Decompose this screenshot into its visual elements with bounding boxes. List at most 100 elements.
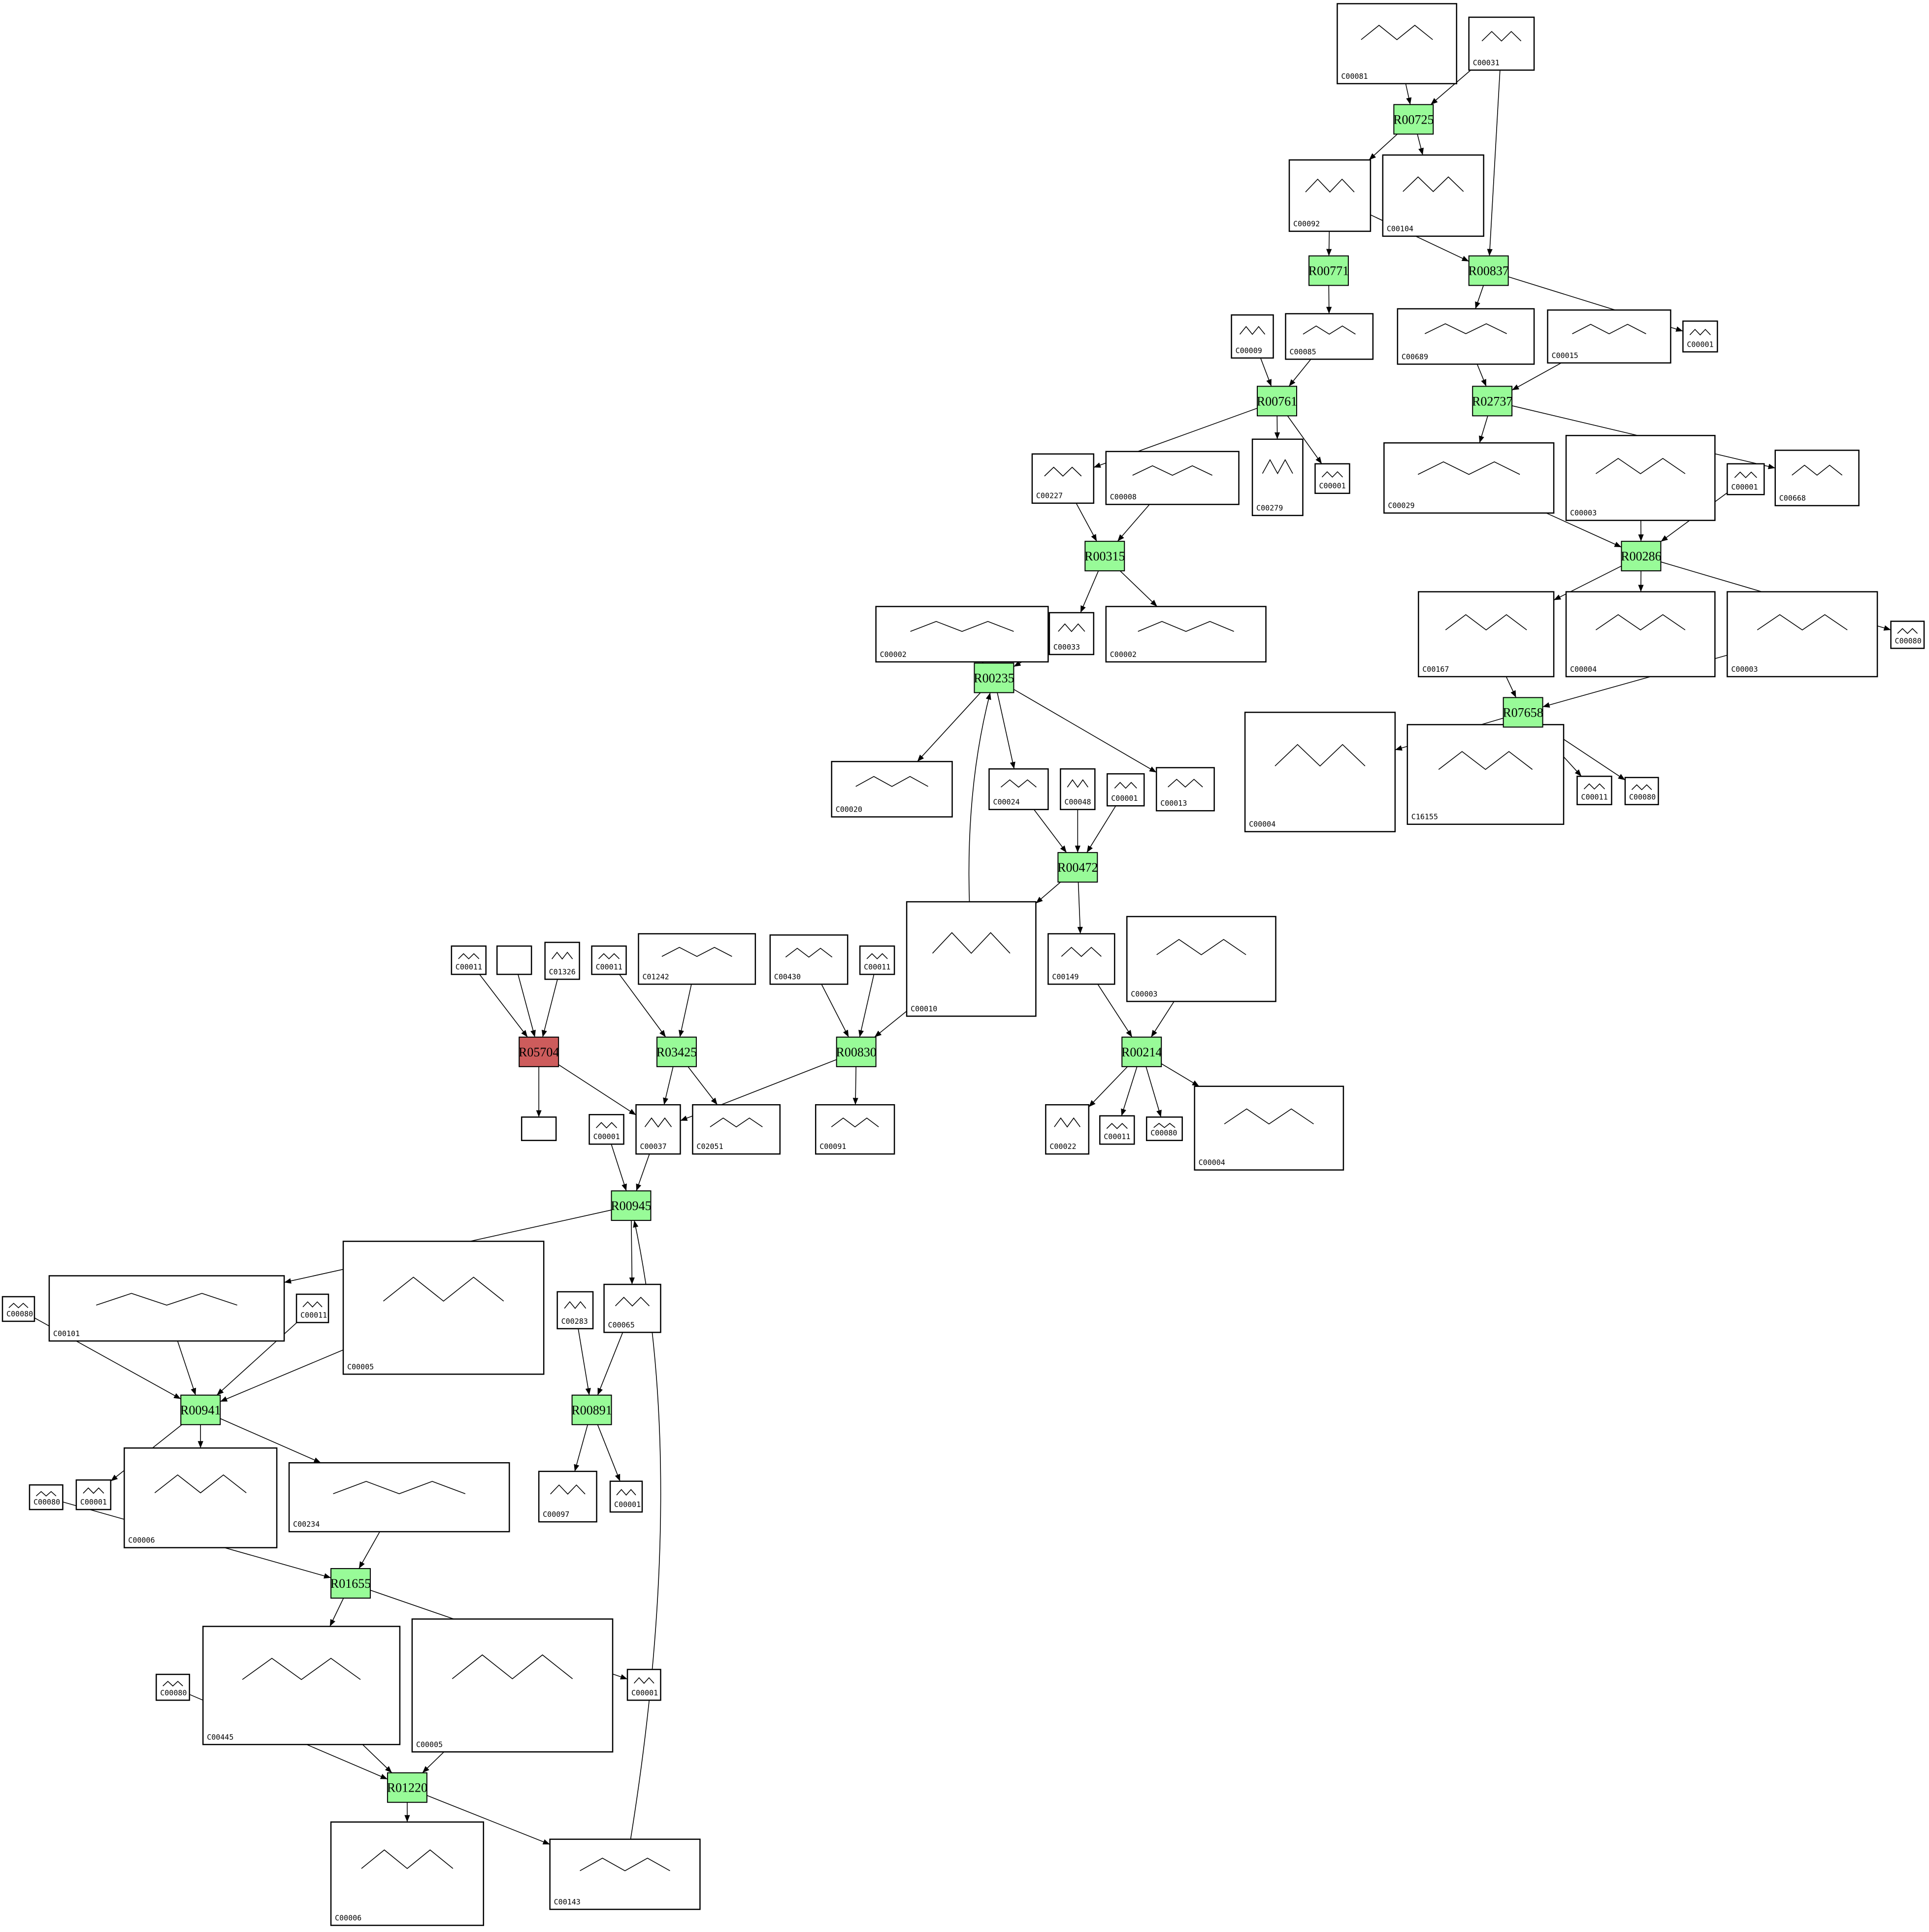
compound-node[interactable]: C02051 xyxy=(692,1104,781,1155)
compound-node[interactable]: C00104 xyxy=(1382,154,1484,237)
compound-box[interactable] xyxy=(1682,320,1718,353)
compound-box[interactable] xyxy=(295,1293,329,1323)
compound-node[interactable]: C00008 xyxy=(1105,451,1240,505)
reaction-node-r00945[interactable]: R00945 xyxy=(611,1190,652,1221)
compound-box[interactable] xyxy=(1045,1104,1090,1155)
compound-node[interactable]: C00234 xyxy=(288,1462,510,1533)
reaction-box[interactable] xyxy=(180,1394,221,1425)
compound-node[interactable]: C00085 xyxy=(1285,313,1374,360)
compound-box[interactable] xyxy=(1774,450,1860,506)
reaction-node-r00941[interactable]: R00941 xyxy=(180,1394,221,1425)
compound-box[interactable] xyxy=(1337,3,1457,85)
compound-node[interactable]: C00001 xyxy=(609,1480,643,1513)
reaction-node-r00725[interactable]: R00725 xyxy=(1393,104,1434,135)
compound-box[interactable] xyxy=(1060,768,1096,810)
compound-node[interactable]: C00006 xyxy=(124,1447,278,1548)
reaction-box[interactable] xyxy=(1393,104,1434,135)
compound-box[interactable] xyxy=(1048,612,1095,655)
compound-box[interactable] xyxy=(538,1471,597,1523)
reaction-node-r02737[interactable]: R02737 xyxy=(1472,386,1512,417)
compound-box[interactable] xyxy=(1047,933,1115,985)
compound-node[interactable]: C00011 xyxy=(591,945,627,975)
compound-box[interactable] xyxy=(875,606,1049,663)
reaction-node-r00472[interactable]: R00472 xyxy=(1057,852,1098,883)
compound-box[interactable] xyxy=(1105,451,1240,505)
compound-box[interactable] xyxy=(815,1104,895,1155)
compound-node[interactable]: C00037 xyxy=(635,1104,681,1155)
reaction-box[interactable] xyxy=(611,1190,652,1221)
compound-node[interactable]: C00065 xyxy=(603,1283,661,1333)
compound-box[interactable] xyxy=(1727,591,1878,678)
compound-box[interactable] xyxy=(1397,308,1535,365)
compound-node[interactable]: C00001 xyxy=(1107,773,1145,807)
reaction-box[interactable] xyxy=(1121,1036,1162,1067)
compound-node[interactable]: C00689 xyxy=(1397,308,1535,365)
compound-box[interactable] xyxy=(988,768,1049,810)
compound-box[interactable] xyxy=(1383,442,1555,514)
compound-node[interactable]: C00001 xyxy=(626,1669,661,1701)
compound-box[interactable] xyxy=(1890,621,1925,649)
compound-node[interactable]: C00004 xyxy=(1244,712,1396,832)
compound-box[interactable] xyxy=(1155,767,1215,812)
compound-node[interactable]: C00015 xyxy=(1547,309,1671,364)
reaction-box[interactable] xyxy=(974,662,1014,693)
reaction-node-r00286[interactable]: R00286 xyxy=(1621,541,1662,572)
reaction-box[interactable] xyxy=(1503,697,1543,728)
compound-node[interactable]: C00003 xyxy=(1126,916,1276,1002)
compound-box[interactable] xyxy=(202,1626,401,1745)
reaction-box[interactable] xyxy=(1308,255,1349,286)
compound-node[interactable]: C00149 xyxy=(1047,933,1115,985)
reaction-box[interactable] xyxy=(387,1772,427,1803)
compound-node[interactable]: C01326 xyxy=(544,942,580,980)
compound-node[interactable]: C00009 xyxy=(1231,314,1274,359)
compound-node[interactable]: C00001 xyxy=(589,1114,624,1145)
compound-node[interactable] xyxy=(521,1116,557,1141)
compound-node[interactable]: C00091 xyxy=(815,1104,895,1155)
compound-node[interactable]: C00004 xyxy=(1565,591,1716,678)
compound-box[interactable] xyxy=(1565,435,1716,521)
compound-node[interactable]: C00080 xyxy=(1890,621,1925,649)
compound-node[interactable]: C00080 xyxy=(1145,1116,1183,1141)
compound-box[interactable] xyxy=(1406,724,1565,825)
compound-box[interactable] xyxy=(1576,776,1612,805)
reaction-box[interactable] xyxy=(1468,255,1509,286)
compound-node[interactable]: C00080 xyxy=(29,1484,64,1510)
reaction-node-r07658[interactable]: R07658 xyxy=(1503,697,1543,728)
compound-box[interactable] xyxy=(544,942,580,980)
compound-node[interactable]: C00011 xyxy=(451,945,487,975)
reaction-node-r00771[interactable]: R00771 xyxy=(1308,255,1349,286)
reaction-node-r00837[interactable]: R00837 xyxy=(1468,255,1509,286)
compound-node[interactable]: C16155 xyxy=(1406,724,1565,825)
compound-node[interactable]: C00092 xyxy=(1288,159,1372,232)
reaction-box[interactable] xyxy=(571,1394,612,1425)
compound-box[interactable] xyxy=(1288,159,1372,232)
compound-node[interactable]: C00668 xyxy=(1774,450,1860,506)
reaction-node-r03425[interactable]: R03425 xyxy=(656,1036,697,1067)
compound-box[interactable] xyxy=(769,934,849,985)
reaction-node-r00235[interactable]: R00235 xyxy=(974,662,1014,693)
compound-box[interactable] xyxy=(1194,1085,1344,1171)
compound-box[interactable] xyxy=(521,1116,557,1141)
reaction-node-r00315[interactable]: R00315 xyxy=(1084,541,1125,572)
compound-box[interactable] xyxy=(1126,916,1276,1002)
compound-box[interactable] xyxy=(342,1241,545,1375)
compound-box[interactable] xyxy=(411,1618,614,1753)
compound-node[interactable]: C00005 xyxy=(411,1618,614,1753)
compound-box[interactable] xyxy=(1624,777,1659,805)
compound-node[interactable]: C00001 xyxy=(1727,463,1765,495)
compound-node[interactable]: C01242 xyxy=(638,933,756,985)
compound-box[interactable] xyxy=(556,1291,594,1330)
compound-node[interactable]: C00097 xyxy=(538,1471,597,1523)
compound-box[interactable] xyxy=(549,1838,701,1910)
reaction-node-r01220[interactable]: R01220 xyxy=(387,1772,427,1803)
compound-node[interactable]: C00011 xyxy=(1576,776,1612,805)
compound-box[interactable] xyxy=(1,1296,35,1322)
compound-box[interactable] xyxy=(1418,591,1555,678)
compound-box[interactable] xyxy=(1727,463,1765,495)
reaction-box[interactable] xyxy=(1057,852,1098,883)
compound-node[interactable]: C00022 xyxy=(1045,1104,1090,1155)
compound-box[interactable] xyxy=(906,901,1037,1017)
compound-box[interactable] xyxy=(1244,712,1396,832)
compound-node[interactable]: C00033 xyxy=(1048,612,1095,655)
reaction-node-r00891[interactable]: R00891 xyxy=(571,1394,612,1425)
